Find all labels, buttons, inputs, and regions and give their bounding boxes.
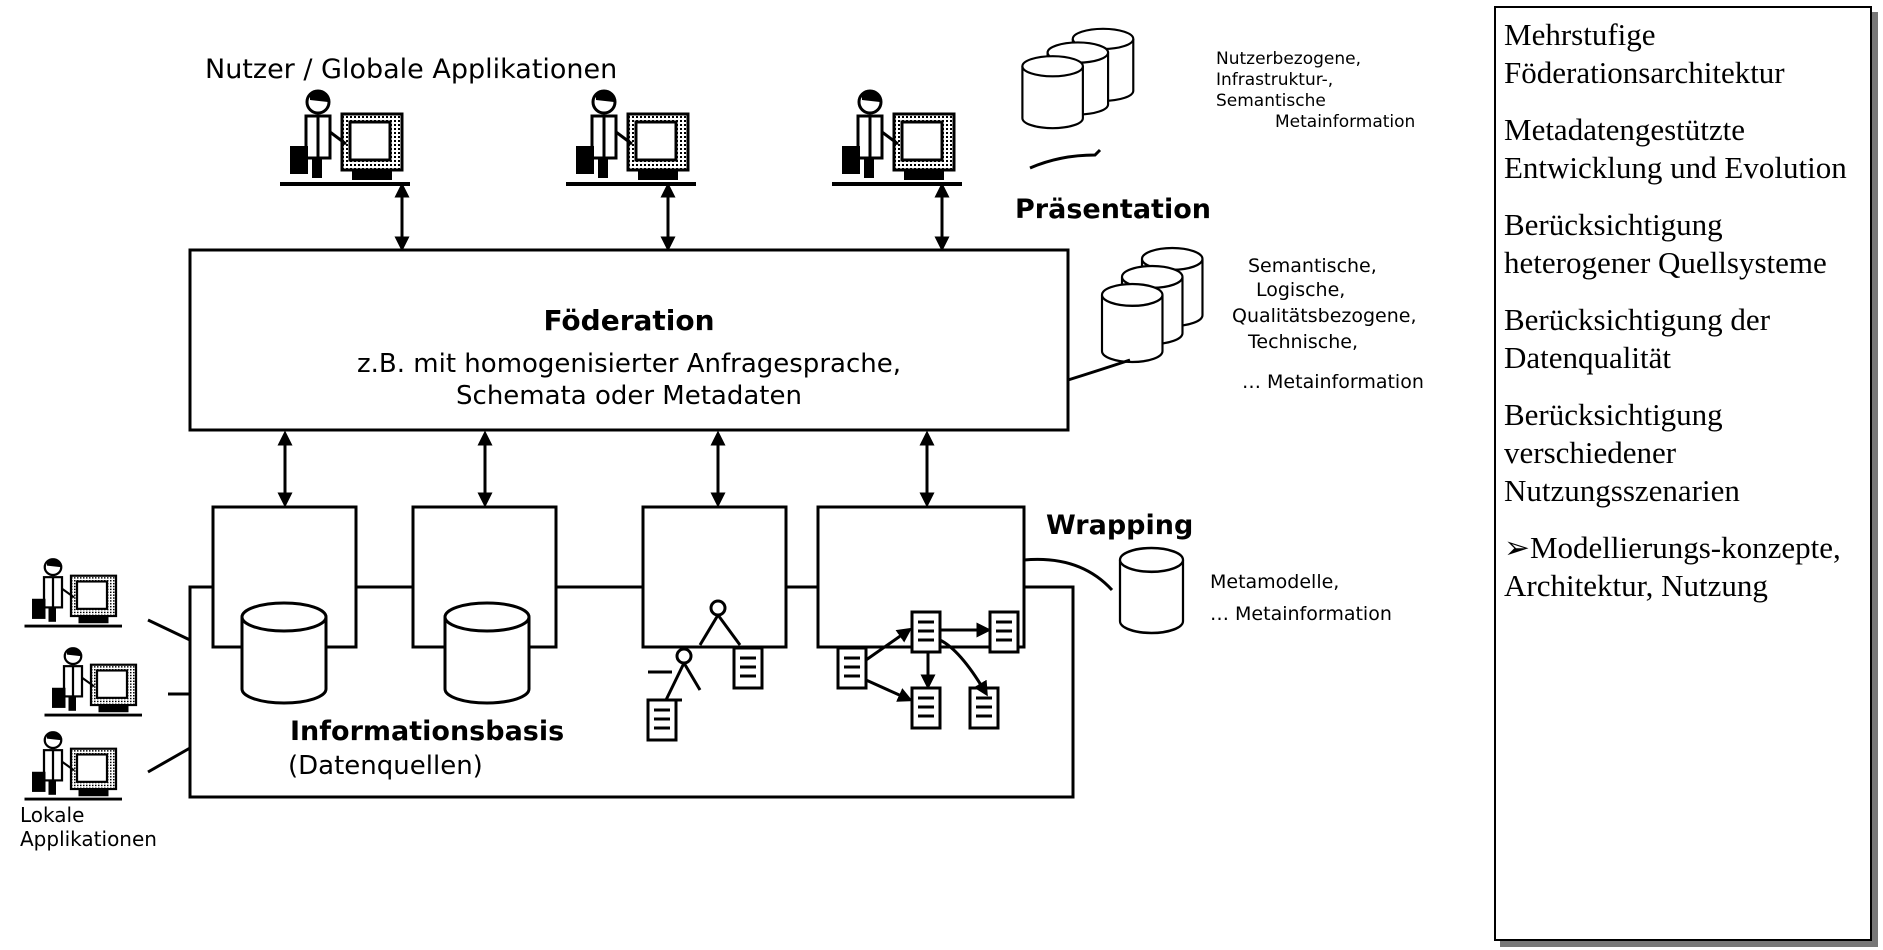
federation-meta-connector: [1067, 358, 1131, 382]
presentation-meta-line-1: Nutzerbezogene,: [1216, 49, 1361, 69]
presentation-label: Präsentation: [1015, 194, 1211, 225]
federation-metadata-store-icon: [1100, 246, 1204, 364]
summary-sidebar: Mehrstufige Föderationsarchitektur Metad…: [1494, 6, 1872, 941]
federation-meta-line-5: … Metainformation: [1242, 371, 1424, 393]
federation-wrapper-arrows: [277, 430, 935, 508]
wrapping-connector: [1023, 557, 1114, 592]
presentation-metadata-store-icon: [1021, 27, 1135, 130]
federation-title: Föderation: [543, 304, 714, 337]
sidebar-item-heterogeneous: Berücksichtigung heterogener Quellsystem…: [1504, 207, 1827, 280]
global-user-icon-1: [278, 89, 412, 186]
local-user-icon-3: [23, 730, 124, 801]
presentation-meta-line-2: Infrastruktur-,: [1216, 70, 1333, 90]
global-user-icon-2: [564, 89, 698, 186]
presentation-meta-line-3: Semantische: [1216, 91, 1326, 111]
sidebar-item-modelling: ➢Modellierungs-konzepte, Architektur, Nu…: [1504, 530, 1841, 603]
local-user-icon-1: [23, 557, 124, 628]
user-federation-arrows: [394, 182, 950, 252]
wrapping-metadata-store-icon: [1118, 546, 1185, 635]
global-user-icon-3: [830, 89, 964, 186]
local-app-connectors: [147, 618, 191, 774]
users-title: Nutzer / Globale Applikationen: [205, 54, 617, 85]
federation-meta-line-1: Semantische,: [1248, 255, 1377, 277]
federation-architecture-diagram: Nutzer / Globale Applikationen Nutzerbez…: [20, 27, 1424, 851]
database-icon-1: [240, 601, 328, 705]
federation-box: [188, 248, 1070, 432]
network-source-icon: [836, 610, 1020, 730]
federation-meta-line-4: Technische,: [1247, 331, 1358, 353]
presentation-meta-text: Nutzerbezogene, Infrastruktur-, Semantis…: [1216, 49, 1415, 132]
sidebar-item-metadata: Metadatengestützte Entwicklung und Evolu…: [1504, 112, 1847, 185]
wrapping-meta-line-1: Metamodelle,: [1210, 571, 1339, 593]
federation-meta-line-2: Logische,: [1256, 279, 1345, 301]
federation-meta-text: Semantische, Logische, Qualitätsbezogene…: [1232, 255, 1424, 393]
federation-line-2: Schemata oder Metadaten: [456, 381, 802, 411]
wrapping-label: Wrapping: [1046, 510, 1193, 541]
federation-line-1: z.B. mit homogenisierter Anfragesprache,: [357, 349, 901, 379]
sidebar-item-usage-scenarios: Berücksichtigung verschiedener Nutzungss…: [1504, 397, 1740, 508]
federation-meta-line-3: Qualitätsbezogene,: [1232, 305, 1417, 327]
local-user-icon-2: [43, 646, 144, 717]
wrapping-meta-line-2: … Metainformation: [1210, 603, 1392, 625]
local-apps-line-1: Lokale: [20, 803, 84, 827]
sidebar-item-architecture: Mehrstufige Föderationsarchitektur: [1504, 17, 1785, 90]
database-icon-2: [443, 601, 531, 705]
presentation-meta-connector: [1029, 148, 1102, 170]
sidebar-item-data-quality: Berücksichtigung der Datenqualität: [1504, 302, 1771, 375]
presentation-meta-line-4: Metainformation: [1275, 112, 1415, 132]
local-apps-line-2: Applikationen: [20, 827, 157, 851]
information-base-subtitle: (Datenquellen): [288, 751, 483, 781]
information-base-title: Informationsbasis: [290, 716, 564, 747]
